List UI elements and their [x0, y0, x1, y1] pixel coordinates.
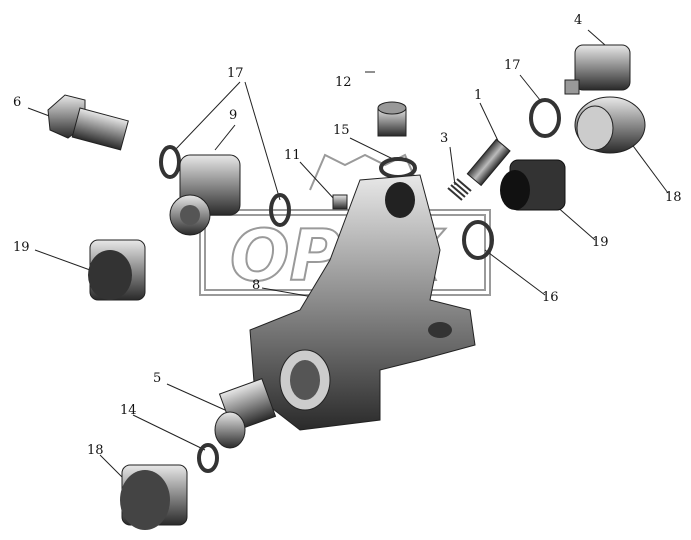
part-14-ring [197, 443, 219, 473]
part-8-body [249, 174, 476, 431]
part-16-ring [462, 220, 494, 260]
callout-16: 16 [542, 290, 559, 305]
part-3-spring [447, 178, 472, 201]
part-17-ring-middle [269, 193, 291, 227]
callout-15: 15 [333, 123, 350, 138]
part-11-pin [332, 194, 348, 210]
callout-19: 19 [592, 235, 609, 250]
callout-3: 3 [440, 131, 449, 146]
callout-17: 17 [504, 58, 521, 73]
callout-11: 11 [284, 148, 301, 163]
callout-18: 18 [87, 443, 104, 458]
callout-1: 1 [474, 88, 483, 103]
part-9-banjo [169, 154, 241, 236]
callout-17: 17 [227, 66, 244, 81]
callout-19: 19 [13, 240, 30, 255]
callout-4: 4 [574, 13, 583, 28]
callout-5: 5 [153, 371, 162, 386]
part-17-ring-right [529, 98, 561, 138]
part-5-nozzle [214, 378, 277, 449]
callout-18: 18 [665, 190, 682, 205]
part-1-valve [466, 138, 511, 187]
leader-lines [27, 29, 669, 481]
part-18-cap-right [574, 96, 646, 154]
part-12-plug [377, 101, 407, 137]
part-18-cap-left [120, 464, 188, 530]
part-4-cap [564, 44, 631, 95]
callout-9: 9 [229, 108, 238, 123]
callout-12: 12 [335, 75, 352, 90]
part-19-fitting-right [500, 159, 566, 211]
callout-8: 8 [252, 278, 261, 293]
callout-14: 14 [120, 403, 137, 418]
part-17-ring-left [159, 145, 181, 179]
part-19-cap-left [88, 239, 146, 301]
part-6-bolt [47, 94, 129, 151]
callout-6: 6 [13, 95, 22, 110]
